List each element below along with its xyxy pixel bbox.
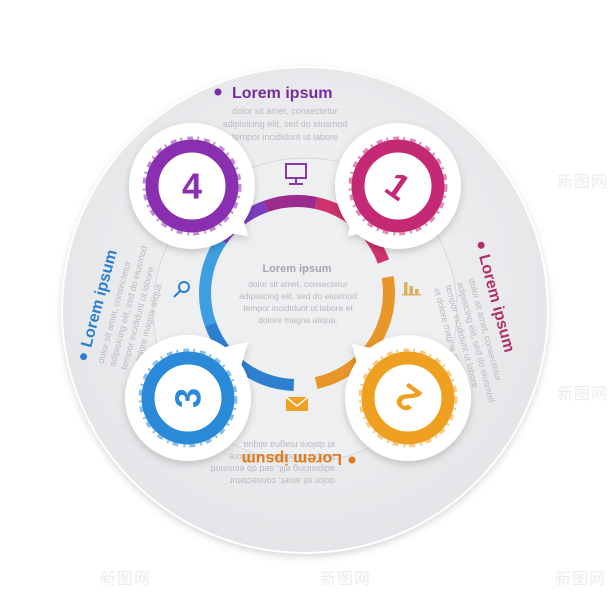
ring-segment bbox=[199, 236, 227, 327]
section-top-text-line: dolor sit amet, consectetur bbox=[232, 106, 338, 116]
badge-ring bbox=[145, 139, 239, 233]
badge-ring bbox=[361, 351, 455, 445]
envelope-icon bbox=[285, 396, 309, 411]
watermark: 新图网 bbox=[100, 569, 152, 588]
badge-number: 4 bbox=[182, 166, 202, 207]
ring-segment bbox=[263, 195, 318, 213]
section-top-text-line: adipisicing elit, sed do eiusmod bbox=[223, 119, 348, 129]
section-top: Lorem ipsum dolor sit amet, consectetur … bbox=[214, 85, 348, 142]
center-text-line: tempor incididunt ut labore et bbox=[243, 303, 353, 313]
bullet-dot bbox=[214, 88, 222, 96]
ring-segment bbox=[314, 275, 395, 389]
search-icon bbox=[173, 281, 190, 298]
section-bottom-text-line: dolor sit amet, consectetur bbox=[229, 476, 335, 486]
badge-splash bbox=[348, 136, 448, 236]
watermark: 新图网 bbox=[557, 384, 609, 403]
bullet-dot bbox=[80, 353, 88, 361]
monitor-icon bbox=[285, 163, 307, 185]
section-top-text-line: tempor incididunt ut labore bbox=[232, 132, 338, 142]
badge-splash bbox=[358, 348, 458, 448]
watermark: 新图网 bbox=[555, 569, 607, 588]
section-bottom-title: Lorem ipsum bbox=[242, 450, 342, 467]
section-bottom: dolor sit amet, consectetur adipisicing … bbox=[210, 440, 356, 486]
bullet-dot bbox=[477, 241, 485, 249]
badge-ring bbox=[141, 351, 235, 445]
badge-number: 3 bbox=[168, 388, 209, 408]
badge-splash bbox=[138, 348, 238, 448]
section-bottom-text-line: tempor incididunt ut labore bbox=[229, 452, 335, 462]
watermark: 新图网 bbox=[320, 569, 372, 588]
center-text-line: dolore magna aliqua. bbox=[258, 315, 337, 325]
center-text-line: dolor sit amet, consectetur bbox=[248, 279, 348, 289]
badge-splash bbox=[142, 136, 242, 236]
center-text-block: Lorem ipsum dolor sit amet, consectetur … bbox=[239, 263, 357, 325]
badge-ring bbox=[351, 139, 445, 233]
center-title: Lorem ipsum bbox=[262, 263, 331, 275]
section-top-title: Lorem ipsum bbox=[232, 85, 332, 102]
section-left: Lorem ipsum dolor sit amet, consectetur … bbox=[78, 245, 164, 374]
bar-chart-icon bbox=[402, 282, 421, 296]
center-text-line: adipisicing elit, sed do eiusmod bbox=[239, 291, 357, 301]
bullet-dot bbox=[348, 456, 356, 464]
plate-rim bbox=[61, 66, 549, 554]
section-bottom-text-line: et dolore magna aliqua. bbox=[241, 440, 335, 450]
section-bottom-text-line: adipisicing elit, sed do eiusmod bbox=[210, 464, 335, 474]
watermark: 新图网 bbox=[557, 172, 609, 191]
